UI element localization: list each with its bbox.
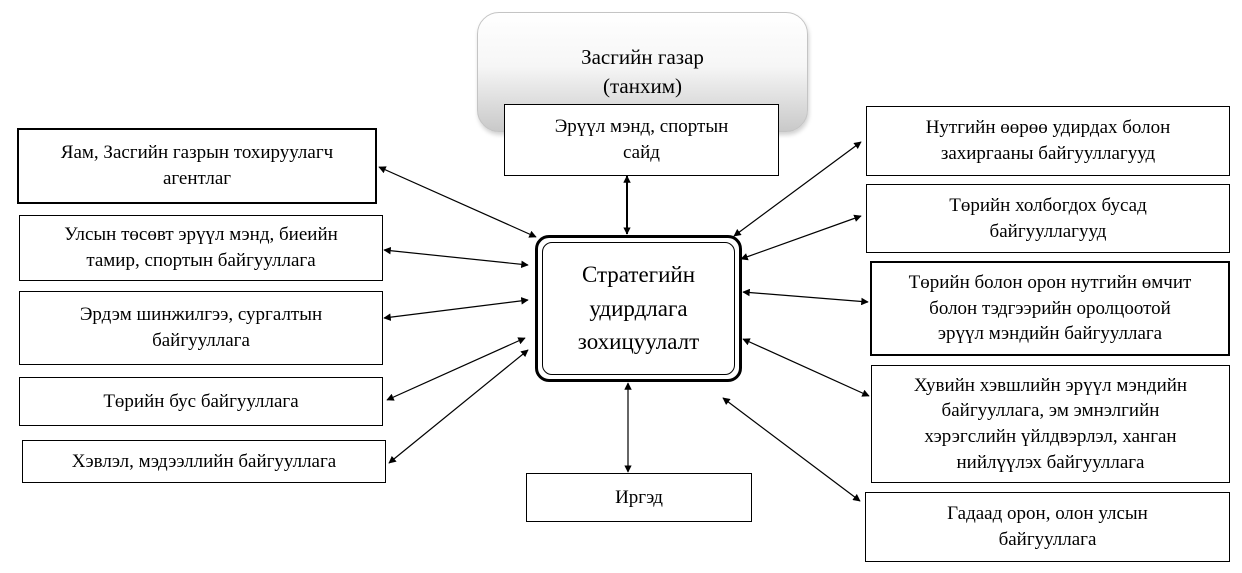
left-box-label-line1: Яам, Засгийн газрын тохируулагч	[60, 142, 334, 164]
right-box-state-owned-health: Төрийн болон орон нутгийн өмчит болон тэ…	[870, 261, 1230, 356]
left-box-label-line2: агентлаг	[162, 168, 232, 189]
center-label-line3: зохицуулалт	[577, 329, 700, 355]
right-box-international: Гадаад орон, олон улсын байгууллага	[865, 492, 1230, 562]
right-box-label-line3: хэрэгслийн үйлдвэрлэл, ханган	[924, 426, 1177, 447]
minister-label-line2: сайд	[623, 142, 660, 163]
government-subtitle: (танхим)	[602, 74, 682, 99]
left-box-media: Хэвлэл, мэдээллийн байгууллага	[22, 440, 386, 483]
arrow-right-5	[722, 397, 861, 502]
left-box-label-line1: Улсын төсөвт эрүүл мэнд, биеийн	[64, 224, 338, 246]
citizens-box: Иргэд	[526, 473, 752, 522]
left-box-label-line2: байгууллага	[152, 330, 250, 351]
minister-label-line1: Эрүүл мэнд, спортын	[554, 116, 729, 138]
left-box-state-health-orgs: Улсын төсөвт эрүүл мэнд, биеийн тамир, с…	[19, 215, 383, 281]
right-box-label-line4: нийлүүлэх байгууллага	[956, 451, 1145, 473]
center-label-line2: удирдлага	[589, 295, 688, 321]
center-label-line1: Стратегийн	[581, 262, 696, 288]
left-box-ministries: Яам, Засгийн газрын тохируулагч агентлаг	[17, 128, 377, 204]
right-box-label-line3: эрүүл мэндийн байгууллага	[937, 323, 1163, 345]
arrow-left-3	[383, 297, 529, 321]
right-box-label-line2: байгууллага	[998, 529, 1097, 550]
arrow-right-3	[742, 288, 869, 306]
arrow-right-4	[742, 338, 870, 397]
right-box-label-line1: Хувийн хэвшлийн эрүүл мэндийн	[913, 374, 1188, 396]
right-box-other-state-orgs: Төрийн холбогдох бусад байгууллагууд	[866, 184, 1230, 253]
arrow-left-1	[378, 166, 537, 238]
right-box-local-government: Нутгийн өөрөө удирдах болон захиргааны б…	[866, 106, 1230, 176]
left-box-research-training: Эрдэм шинжилгээ, сургалтын байгууллага	[19, 291, 383, 365]
left-box-label-line1: Төрийн бус байгууллага	[103, 390, 299, 412]
right-box-label-line2: болон тэдгээрийн оролцоотой	[929, 297, 1171, 319]
arrow-left-2	[383, 246, 529, 269]
right-box-private-health: Хувийн хэвшлийн эрүүл мэндийн байгууллаг…	[871, 365, 1230, 483]
citizens-label: Иргэд	[615, 486, 663, 508]
right-box-label-line2: байгууллагууд	[989, 220, 1107, 242]
left-box-label-line1: Хэвлэл, мэдээллийн байгууллага	[71, 450, 337, 472]
right-box-label-line2: байгууллага, эм эмнэлгийн	[941, 400, 1160, 422]
right-box-label-line1: Нутгийн өөрөө удирдах болон	[925, 117, 1171, 139]
left-box-ngo: Төрийн бус байгууллага	[19, 377, 383, 426]
strategic-management-box: Стратегийн удирдлага зохицуулалт	[535, 235, 742, 382]
arrow-right-1	[733, 141, 862, 237]
arrow-left-5	[388, 349, 529, 464]
right-box-label-line1: Гадаад орон, олон улсын	[947, 503, 1148, 525]
right-box-label-line1: Төрийн холбогдох бусад	[949, 194, 1147, 216]
right-box-label-line1: Төрийн болон орон нутгийн өмчит	[908, 272, 1192, 294]
left-box-label-line2: тамир, спортын байгууллага	[86, 250, 316, 271]
arrow-right-2	[740, 214, 862, 261]
government-title: Засгийн газар	[581, 45, 704, 69]
right-box-label-line2: захиргааны байгууллагууд	[940, 143, 1156, 164]
left-box-label-line1: Эрдэм шинжилгээ, сургалтын	[79, 304, 323, 326]
minister-box: Эрүүл мэнд, спортын сайд	[504, 104, 779, 176]
